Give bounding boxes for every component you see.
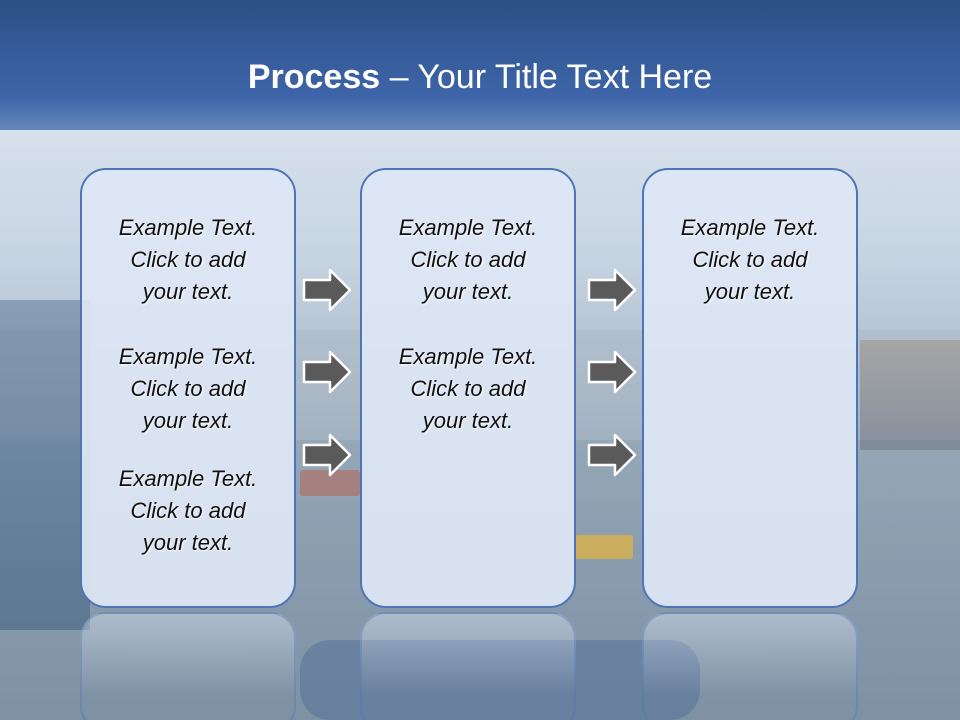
process-panel-3[interactable]: Example Text. Click to add your text. [642, 168, 858, 608]
background-yellow-boat [575, 535, 633, 559]
text-line: your text. [142, 530, 234, 555]
panel-1-text-block-3[interactable]: Example Text. Click to add your text. [82, 463, 294, 559]
text-line: your text. [422, 408, 514, 433]
text-line: your text. [422, 279, 514, 304]
slide-title[interactable]: Process – Your Title Text Here [0, 55, 960, 99]
text-line: Example Text. [118, 466, 258, 491]
text-line: Click to add [692, 247, 808, 272]
right-arrow-icon[interactable] [302, 350, 352, 394]
process-panel-1[interactable]: Example Text. Click to add your text. Ex… [80, 168, 296, 608]
right-arrow-icon[interactable] [587, 268, 637, 312]
panel-1-text-block-1[interactable]: Example Text. Click to add your text. [82, 212, 294, 308]
text-line: your text. [142, 279, 234, 304]
right-arrow-icon[interactable] [302, 433, 352, 477]
text-line: Click to add [130, 247, 246, 272]
right-arrow-icon[interactable] [587, 350, 637, 394]
text-line: Example Text. [398, 215, 538, 240]
text-line: Click to add [130, 376, 246, 401]
title-bar: Process – Your Title Text Here [0, 0, 960, 130]
panel-3-text-block-1[interactable]: Example Text. Click to add your text. [644, 212, 856, 308]
text-line: your text. [704, 279, 796, 304]
text-line: Click to add [410, 376, 526, 401]
background-boat-left [0, 300, 90, 630]
text-line: Example Text. [680, 215, 820, 240]
panel-2-text-block-1[interactable]: Example Text. Click to add your text. [362, 212, 574, 308]
title-rest-text: – Your Title Text Here [380, 58, 713, 96]
text-line: Example Text. [398, 344, 538, 369]
text-line: Click to add [130, 498, 246, 523]
text-line: your text. [142, 408, 234, 433]
panel-2-reflection [360, 612, 576, 720]
text-line: Example Text. [118, 344, 258, 369]
right-arrow-icon[interactable] [587, 433, 637, 477]
process-panel-2[interactable]: Example Text. Click to add your text. Ex… [360, 168, 576, 608]
right-arrow-icon[interactable] [302, 268, 352, 312]
text-line: Click to add [410, 247, 526, 272]
panel-2-text-block-2[interactable]: Example Text. Click to add your text. [362, 341, 574, 437]
background-harbor-right [860, 340, 960, 450]
panel-1-reflection [80, 612, 296, 720]
text-line: Example Text. [118, 215, 258, 240]
title-bold-text: Process [247, 58, 381, 96]
panel-1-text-block-2[interactable]: Example Text. Click to add your text. [82, 341, 294, 437]
panel-3-reflection [642, 612, 858, 720]
